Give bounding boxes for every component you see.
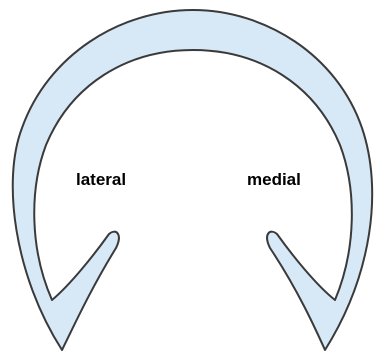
horseshoe-shape [13,10,372,350]
medial-label: medial [247,171,301,188]
lateral-label: lateral [76,171,126,188]
